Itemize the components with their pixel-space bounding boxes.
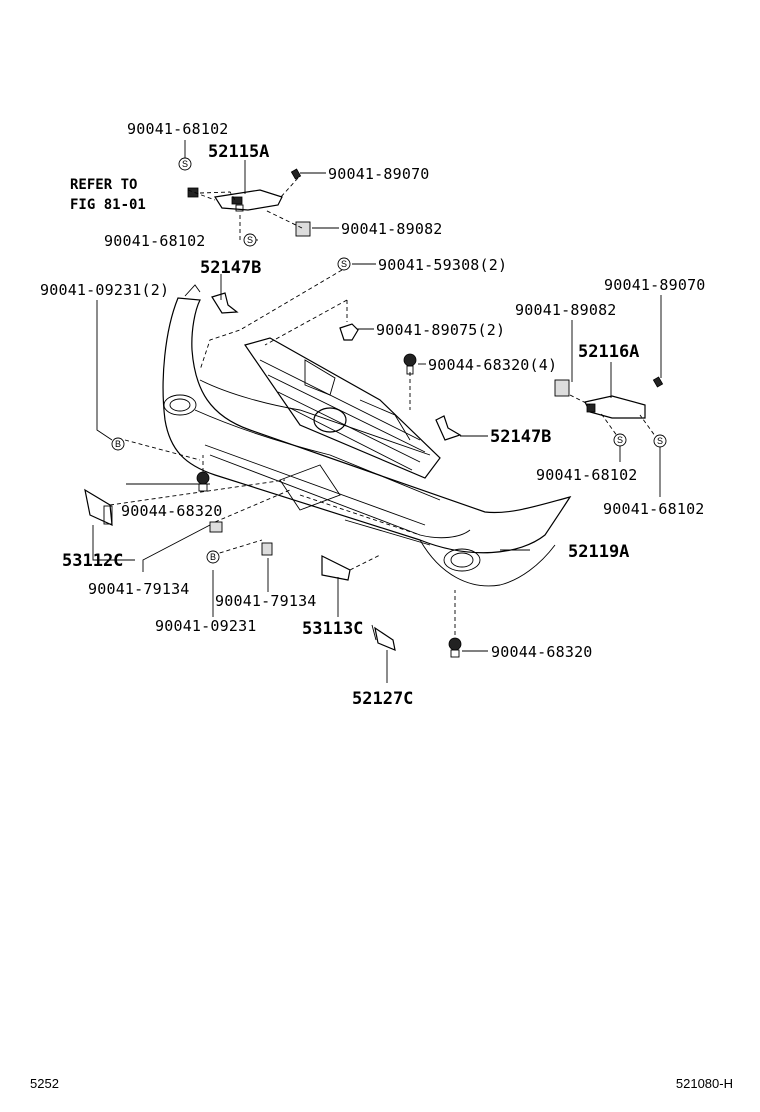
label-52115a: 52115A (208, 142, 269, 162)
label-90041-68102: 90041-68102 (603, 500, 705, 518)
svg-text:S: S (182, 159, 188, 169)
label-52127c: 52127C (352, 689, 413, 709)
label-90044-68320: 90044-68320 (491, 643, 593, 661)
svg-text:S: S (341, 259, 347, 269)
label-90044-68320-4: 90044-68320(4) (428, 356, 557, 374)
label-90041-68102: 90041-68102 (127, 120, 229, 138)
svg-text:S: S (247, 235, 253, 245)
reference-symbols: S S S S S B B (111, 157, 667, 564)
label-90041-89070: 90041-89070 (328, 165, 430, 183)
s-symbol: S (243, 233, 257, 247)
footer-page-code: 5252 (30, 1076, 59, 1091)
bracket-52116a-shape (554, 379, 646, 419)
label-53113c: 53113C (302, 619, 363, 639)
label-52147b: 52147B (490, 427, 551, 447)
svg-text:S: S (657, 436, 663, 446)
label-52116a: 52116A (578, 342, 639, 362)
label-90041-89082: 90041-89082 (515, 301, 617, 319)
refer-to-line2: FIG 81-01 (70, 197, 146, 213)
label-90041-89075: 90041-89075(2) (376, 321, 505, 339)
label-52147b: 52147B (200, 258, 261, 278)
label-90041-09231: 90041-09231 (155, 617, 257, 635)
label-90041-68102: 90041-68102 (536, 466, 638, 484)
dashed-leaders (109, 177, 659, 635)
refer-to-line1: REFER TO (70, 177, 137, 193)
grille-shape (244, 337, 441, 479)
svg-text:B: B (115, 439, 121, 449)
s-symbol: S (613, 433, 627, 447)
label-90041-79134: 90041-79134 (88, 580, 190, 598)
label-90041-59308: 90041-59308(2) (378, 256, 507, 274)
label-52119a: 52119A (568, 542, 629, 562)
b-symbol: B (111, 437, 125, 451)
svg-text:S: S (617, 435, 623, 445)
label-90041-09231-2: 90041-09231(2) (40, 281, 169, 299)
lower-pieces-shapes (84, 488, 396, 651)
label-90041-68102: 90041-68102 (104, 232, 206, 250)
s-symbol: S (653, 434, 667, 448)
part-labels: 90041-68102 52115A 90041-89070 REFER TO … (40, 120, 706, 709)
bumper-cover-shape (162, 284, 572, 587)
bracket-52115a-shape (187, 187, 283, 212)
label-90041-79134: 90041-79134 (215, 592, 317, 610)
svg-text:B: B (210, 552, 216, 562)
fasteners-shapes (196, 168, 664, 658)
s-symbol: S (337, 257, 351, 271)
b-symbol: B (206, 550, 220, 564)
label-53112c: 53112C (62, 551, 123, 571)
retainer-52147b-shapes (211, 292, 462, 441)
label-90041-89070: 90041-89070 (604, 276, 706, 294)
label-90044-68320: 90044-68320 (121, 502, 223, 520)
solid-leaders (92, 140, 662, 683)
s-symbol: S (178, 157, 192, 171)
label-90041-89082: 90041-89082 (341, 220, 443, 238)
footer-figure-code: 521080-H (676, 1076, 733, 1091)
